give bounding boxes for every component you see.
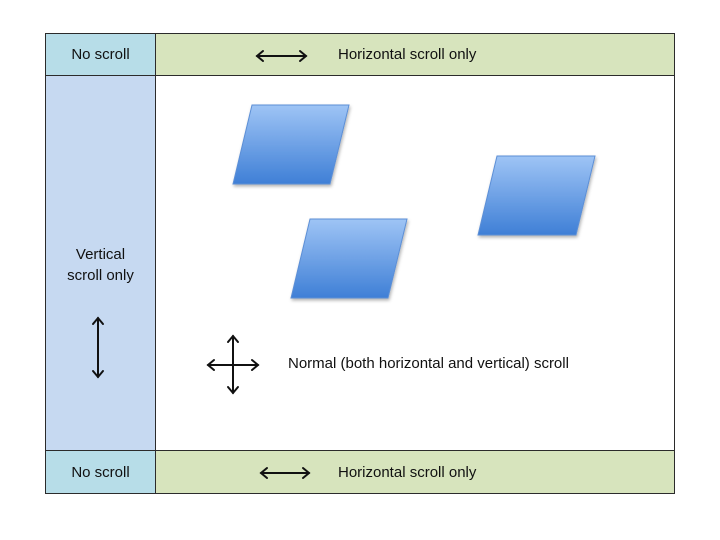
vertical-scroll-label-line2: scroll only [67,267,134,284]
top-left-no-scroll-label: No scroll [71,46,130,63]
parallelogram-shape-2 [477,155,596,236]
four-way-arrow-icon [206,334,260,395]
horizontal-arrow-icon [259,467,311,479]
parallelogram-shape-1 [232,104,350,185]
parallelogram-shape-3 [290,218,408,299]
normal-scroll-label: Normal (both horizontal and vertical) sc… [288,355,569,372]
main-scroll-panel [155,75,675,451]
top-horizontal-scroll-label: Horizontal scroll only [338,46,477,63]
bottom-left-no-scroll-label: No scroll [71,464,130,481]
bottom-left-no-scroll-panel [45,450,156,494]
bottom-horizontal-scroll-panel [155,450,675,494]
top-horizontal-scroll-panel [155,33,675,76]
top-left-no-scroll-panel [45,33,156,76]
horizontal-arrow-icon [255,50,308,62]
vertical-arrow-icon [92,316,104,379]
bottom-horizontal-scroll-label: Horizontal scroll only [338,464,477,481]
vertical-scroll-label-line1: Vertical [75,246,126,263]
